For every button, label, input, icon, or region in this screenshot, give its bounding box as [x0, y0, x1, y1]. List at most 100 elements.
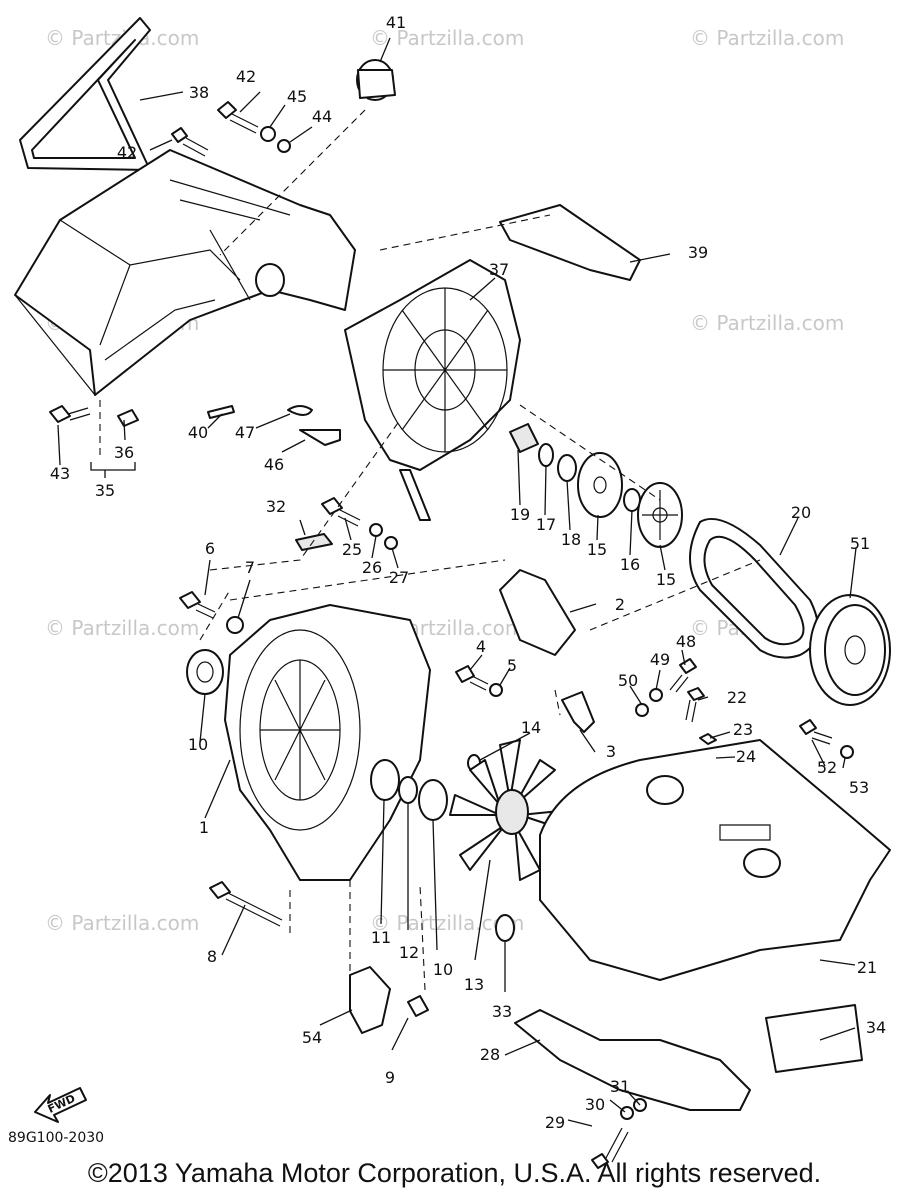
watermark: © Partzilla.com [45, 911, 199, 935]
callout-41: 41 [386, 13, 406, 32]
washer-49 [649, 688, 663, 702]
callout-31: 31 [610, 1077, 630, 1096]
callout-9: 9 [385, 1068, 395, 1087]
callout-53: 53 [849, 778, 869, 797]
fan-housing-1 [224, 604, 431, 881]
washer-47 [287, 405, 313, 416]
callout-32: 32 [266, 497, 286, 516]
callout-42: 42 [236, 67, 256, 86]
callout-8: 8 [207, 947, 217, 966]
callout-42: 42 [117, 143, 137, 162]
callout-29: 29 [545, 1113, 565, 1132]
bolt-29 [591, 1127, 629, 1169]
callout-36: 36 [114, 443, 134, 462]
panel-34 [765, 1004, 863, 1073]
callout-10: 10 [188, 735, 208, 754]
watermark: © Partzilla.com [690, 26, 844, 50]
bolt-52 [799, 719, 833, 745]
callout-33: 33 [492, 1002, 512, 1021]
callout-39: 39 [688, 243, 708, 262]
callout-40: 40 [188, 423, 208, 442]
callout-52: 52 [817, 758, 837, 777]
washer-12 [398, 776, 418, 804]
callout-5: 5 [507, 656, 517, 675]
callout-12: 12 [399, 943, 419, 962]
callout-22: 22 [727, 688, 747, 707]
washer-44 [277, 139, 291, 153]
plate-54 [349, 966, 391, 1034]
drive-belt-20 [689, 517, 819, 659]
callout-43: 43 [50, 464, 70, 483]
callout-17: 17 [536, 515, 556, 534]
bearing-10a [186, 649, 224, 695]
pulley-51 [809, 594, 891, 706]
watermark: © Partzilla.com [45, 616, 199, 640]
screw-43 [49, 405, 91, 423]
washer-7 [226, 616, 244, 634]
washer-18 [557, 454, 577, 482]
washer-50 [635, 703, 649, 717]
callout-10: 10 [433, 960, 453, 979]
callout-16: 16 [620, 555, 640, 574]
intake-housing-35 [14, 149, 356, 396]
callout-13: 13 [464, 975, 484, 994]
bolt-8 [209, 881, 283, 927]
bolt-42 [217, 101, 259, 134]
washer-45 [260, 126, 276, 142]
callout-14: 14 [521, 718, 541, 737]
bolt-48 [669, 658, 697, 693]
bracket-46 [299, 429, 341, 446]
washer-53 [840, 745, 854, 759]
circlip-11 [370, 759, 400, 801]
callout-48: 48 [676, 632, 696, 651]
cover-39 [499, 204, 641, 281]
bracket-3 [561, 691, 595, 733]
callout-37: 37 [489, 260, 509, 279]
pulley-15a [577, 452, 623, 518]
washer-30 [620, 1106, 634, 1120]
copyright-notice: ©2013 Yamaha Motor Corporation, U.S.A. A… [87, 1158, 822, 1188]
callout-15: 15 [587, 540, 607, 559]
callout-19: 19 [510, 505, 530, 524]
callout-4: 4 [476, 637, 486, 656]
leader-lines [57, 37, 857, 1127]
bushing-19 [509, 423, 539, 453]
guard-28 [514, 1009, 751, 1111]
callout-7: 7 [245, 558, 255, 577]
callout-34: 34 [866, 1018, 886, 1037]
watermark: © Partzilla.com [370, 26, 524, 50]
bearing-10b [418, 779, 448, 821]
plate-32 [295, 533, 333, 551]
bolt-25 [321, 497, 361, 527]
cover-2 [499, 569, 576, 656]
belt-cover-21 [539, 739, 891, 981]
callout-3: 3 [606, 742, 616, 761]
forward-arrow-icon: FWD [34, 1087, 87, 1123]
callout-26: 26 [362, 558, 382, 577]
callout-6: 6 [205, 539, 215, 558]
callout-15: 15 [656, 570, 676, 589]
callout-21: 21 [857, 958, 877, 977]
assembly-line [99, 109, 761, 991]
collar-9 [407, 995, 429, 1017]
washer-26 [369, 523, 383, 537]
callout-46: 46 [264, 455, 284, 474]
fan-shroud-37 [344, 259, 521, 521]
callout-25: 25 [342, 540, 362, 559]
callout-labels: 41 38 42 45 44 42 39 37 43 36 35 40 47 4… [50, 13, 886, 1132]
callout-1: 1 [199, 818, 209, 837]
washer-5 [489, 683, 503, 697]
callout-18: 18 [561, 530, 581, 549]
callout-50: 50 [618, 671, 638, 690]
callout-38: 38 [189, 83, 209, 102]
collar-36 [117, 409, 139, 427]
washer-17 [538, 443, 554, 467]
washer-27 [384, 536, 398, 550]
callout-24: 24 [736, 747, 756, 766]
callout-30: 30 [585, 1095, 605, 1114]
bolt-6 [179, 591, 216, 619]
clip-40 [207, 405, 235, 419]
watermark: © Partzilla.com [690, 311, 844, 335]
callout-27: 27 [389, 568, 409, 587]
